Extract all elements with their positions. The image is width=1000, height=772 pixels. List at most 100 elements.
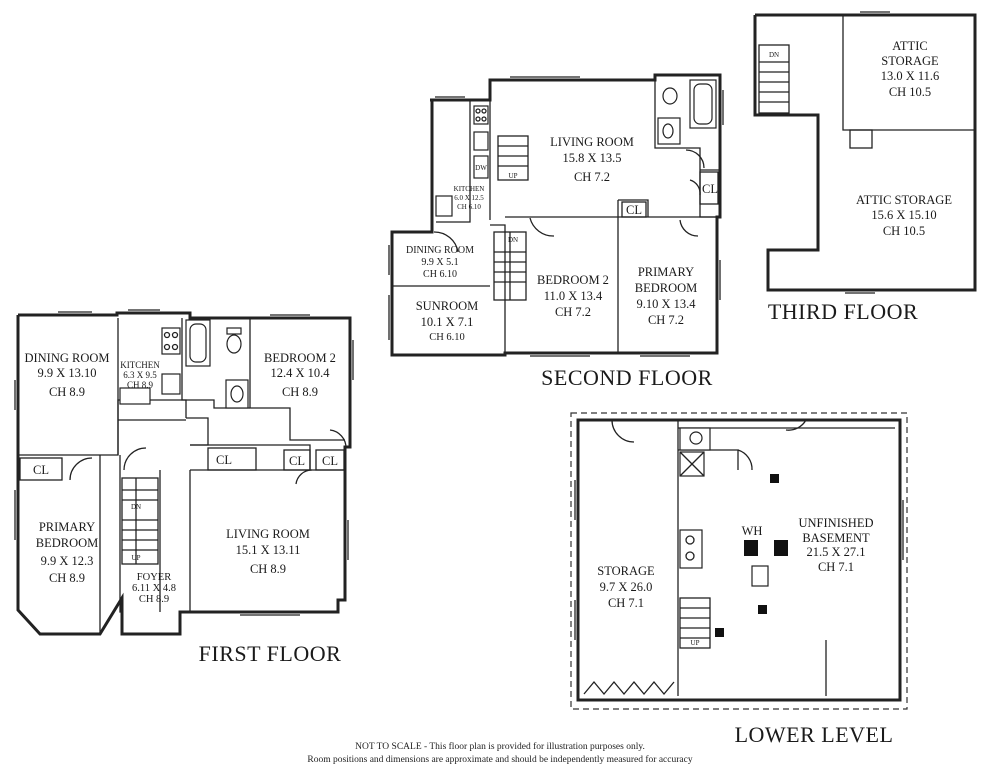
first-bedroom2-dims: 12.4 X 10.4	[270, 366, 330, 380]
third-attic2-dims: 15.6 X 15.10	[871, 208, 936, 222]
second-floor-dishwasher	[473, 155, 489, 179]
lower-level-stairs	[679, 597, 711, 649]
first-floor-interior-wall	[249, 318, 345, 441]
lower-level-plan: STORAGE 9.7 X 26.0 CH 7.1 UNFINISHED BAS…	[570, 412, 908, 747]
lower-level-laundry-sink	[685, 535, 695, 545]
first-floor-sink	[161, 373, 181, 395]
second-primary-name-2: BEDROOM	[635, 281, 698, 295]
lower-level-door-swing	[611, 419, 635, 443]
second-kitchen-name: KITCHEN	[454, 185, 485, 193]
second-floor-vanity	[662, 123, 674, 139]
first-primary-dims: 9.9 X 12.3	[41, 554, 94, 568]
first-floor-interior-wall	[119, 455, 122, 613]
second-floor-door-swing	[685, 149, 705, 169]
first-floor-range	[163, 343, 171, 351]
first-foyer-name: FOYER	[137, 572, 171, 583]
second-living-dims: 15.8 X 13.5	[562, 151, 621, 165]
second-floor-interior-wall	[654, 75, 688, 149]
third-floor-interior-wall	[842, 15, 975, 131]
second-sunroom-dims: 10.1 X 7.1	[421, 315, 474, 329]
second-floor-toilet	[662, 87, 678, 105]
third-attic1-name-2: STORAGE	[881, 54, 939, 68]
lower-basement-name-2: BASEMENT	[802, 531, 870, 545]
lower-storage-name: STORAGE	[597, 564, 655, 578]
second-dining-name: DINING ROOM	[406, 245, 474, 256]
lower-basement-name: UNFINISHED	[799, 516, 874, 530]
second-kitchen-ceiling: CH 6.10	[457, 203, 481, 211]
first-floor-closet	[207, 447, 257, 471]
second-living-ceiling: CH 7.2	[574, 170, 610, 184]
lower-level-post	[770, 474, 779, 483]
third-floor-stairs	[758, 44, 790, 114]
third-floor-interior-wall	[849, 129, 873, 149]
first-closet-label: CL	[322, 454, 338, 468]
third-attic1-ceiling: CH 10.5	[889, 85, 931, 99]
first-floor-range	[171, 331, 179, 339]
first-stair-up-label: UP	[132, 554, 141, 562]
lower-level-foundation-outline	[570, 412, 908, 710]
first-living-ceiling: CH 8.9	[250, 562, 286, 576]
first-floor-door-swing	[295, 469, 313, 485]
second-floor-interior-wall	[490, 224, 506, 353]
first-primary-ceiling: CH 8.9	[49, 571, 85, 585]
first-floor-door-swing	[329, 429, 347, 449]
first-primary-name: PRIMARY	[39, 520, 95, 534]
first-living-name: LIVING ROOM	[226, 527, 310, 541]
third-attic1-dims: 13.0 X 11.6	[881, 69, 940, 83]
second-floor-plan: LIVING ROOM 15.8 X 13.5 CH 7.2 KITCHEN 6…	[388, 73, 724, 390]
first-floor-range	[171, 343, 179, 351]
lower-level-furnace	[774, 540, 788, 556]
second-primary-dims: 9.10 X 13.4	[636, 297, 696, 311]
second-dining-ceiling: CH 6.10	[423, 269, 457, 280]
second-floor-sink	[473, 131, 489, 151]
first-floor-door-swing	[123, 447, 147, 471]
first-floor-closet	[19, 457, 63, 481]
second-floor-range	[481, 116, 487, 122]
second-floor-counter	[435, 195, 453, 217]
lower-level-bifold-door	[583, 680, 675, 696]
second-floor-range	[473, 105, 489, 125]
second-closet-label: CL	[626, 203, 642, 217]
second-floor-door-swing	[679, 219, 699, 237]
first-closet-label: CL	[216, 453, 232, 467]
second-bedroom2-name: BEDROOM 2	[537, 273, 609, 287]
second-floor-door-swing	[689, 179, 701, 196]
first-closet-label: CL	[33, 463, 49, 477]
first-bedroom2-name: BEDROOM 2	[264, 351, 336, 365]
first-floor-interior-wall	[18, 399, 187, 456]
lower-level-door-swing	[785, 419, 807, 431]
first-floor-plan: DINING ROOM 9.9 X 13.10 CH 8.9 KITCHEN 6…	[14, 309, 354, 666]
second-floor-closet	[699, 171, 719, 205]
second-floor-door-swing	[529, 217, 555, 237]
first-floor-title: FIRST FLOOR	[199, 641, 342, 666]
lower-level-post	[715, 628, 724, 637]
second-dishwasher-label: DW	[475, 164, 487, 172]
first-floor-closet	[283, 449, 311, 471]
first-dining-dims: 9.9 X 13.10	[37, 366, 96, 380]
first-stair-dn-label: DN	[131, 503, 141, 511]
third-floor-exterior-wall	[753, 13, 977, 292]
second-floor-door-swing	[433, 231, 459, 253]
lower-water-heater-label: WH	[742, 524, 763, 538]
first-floor-interior-wall	[186, 417, 209, 446]
lower-level-water-heater	[744, 540, 758, 556]
first-floor-toilet	[226, 334, 242, 354]
first-floor-counter	[119, 387, 151, 405]
first-floor-tub	[189, 323, 207, 363]
second-stair-dn-label: DN	[508, 236, 518, 244]
lower-level-post	[758, 605, 767, 614]
first-kitchen-name: KITCHEN	[120, 360, 160, 370]
lower-level-equipment	[751, 565, 769, 587]
second-stair-up-label: UP	[509, 172, 518, 180]
second-bedroom2-dims: 11.0 X 13.4	[544, 289, 603, 303]
third-attic1-name: ATTIC	[892, 39, 927, 53]
first-dining-name: DINING ROOM	[24, 351, 109, 365]
second-bedroom2-ceiling: CH 7.2	[555, 305, 591, 319]
first-living-dims: 15.1 X 13.11	[236, 543, 301, 557]
third-stair-dn-label: DN	[769, 51, 779, 59]
first-floor-vanity	[230, 385, 244, 403]
lower-basement-ceiling: CH 7.1	[818, 560, 854, 574]
first-foyer-dims: 6.11 X 4.8	[132, 583, 176, 594]
lower-stair-up-label: UP	[691, 639, 700, 647]
